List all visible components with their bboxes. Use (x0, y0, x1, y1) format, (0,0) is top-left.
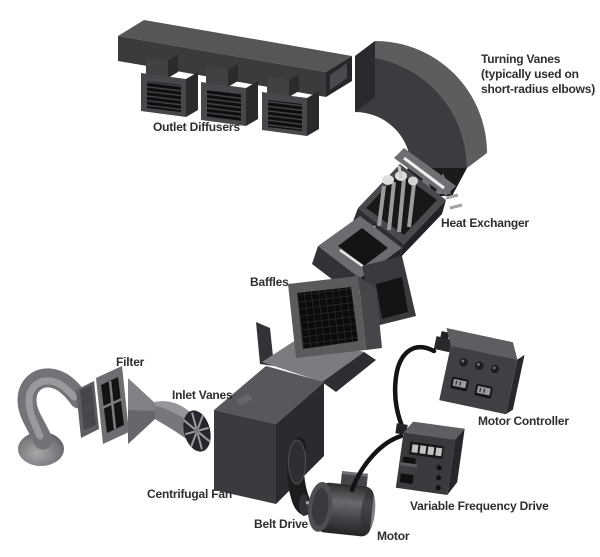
fan-discharge-transition-graphic (256, 322, 376, 392)
outlet-diffusers-graphic (118, 20, 352, 136)
belt-drive-graphic (287, 437, 322, 516)
inlet-vane-disc (183, 410, 211, 452)
intake-gooseneck-graphic (17, 368, 99, 466)
heat-exchanger-graphic (352, 148, 463, 260)
label-motor: Motor (377, 529, 410, 543)
label-baffles: Baffles (250, 275, 289, 289)
label-inlet-vanes: Inlet Vanes (172, 388, 233, 402)
baffles-graphic (288, 276, 382, 358)
motor-graphic (307, 471, 376, 537)
cable-vfd-to-motor (349, 433, 404, 493)
centrifugal-fan-graphic (214, 366, 324, 504)
cable-controller-to-vfd (392, 344, 437, 434)
vfd-graphic (395, 421, 465, 496)
motor-controller-graphic (433, 328, 525, 415)
label-heat-exchanger: Heat Exchanger (441, 216, 529, 230)
label-variable-frequency-drive: Variable Frequency Drive (410, 499, 549, 513)
label-turning-vanes: Turning Vanes (typically used on short-r… (481, 52, 596, 96)
power-cables-graphic (349, 344, 437, 493)
heat-exchanger-tubes (377, 178, 416, 233)
inlet-vanes-graphic (128, 378, 211, 452)
label-belt-drive: Belt Drive (254, 517, 309, 531)
label-centrifugal-fan: Centrifugal Fan (147, 487, 233, 501)
label-motor-controller: Motor Controller (478, 414, 569, 428)
filter-graphic (96, 366, 129, 444)
label-outlet-diffusers: Outlet Diffusers (153, 120, 240, 134)
label-filter: Filter (116, 355, 145, 369)
